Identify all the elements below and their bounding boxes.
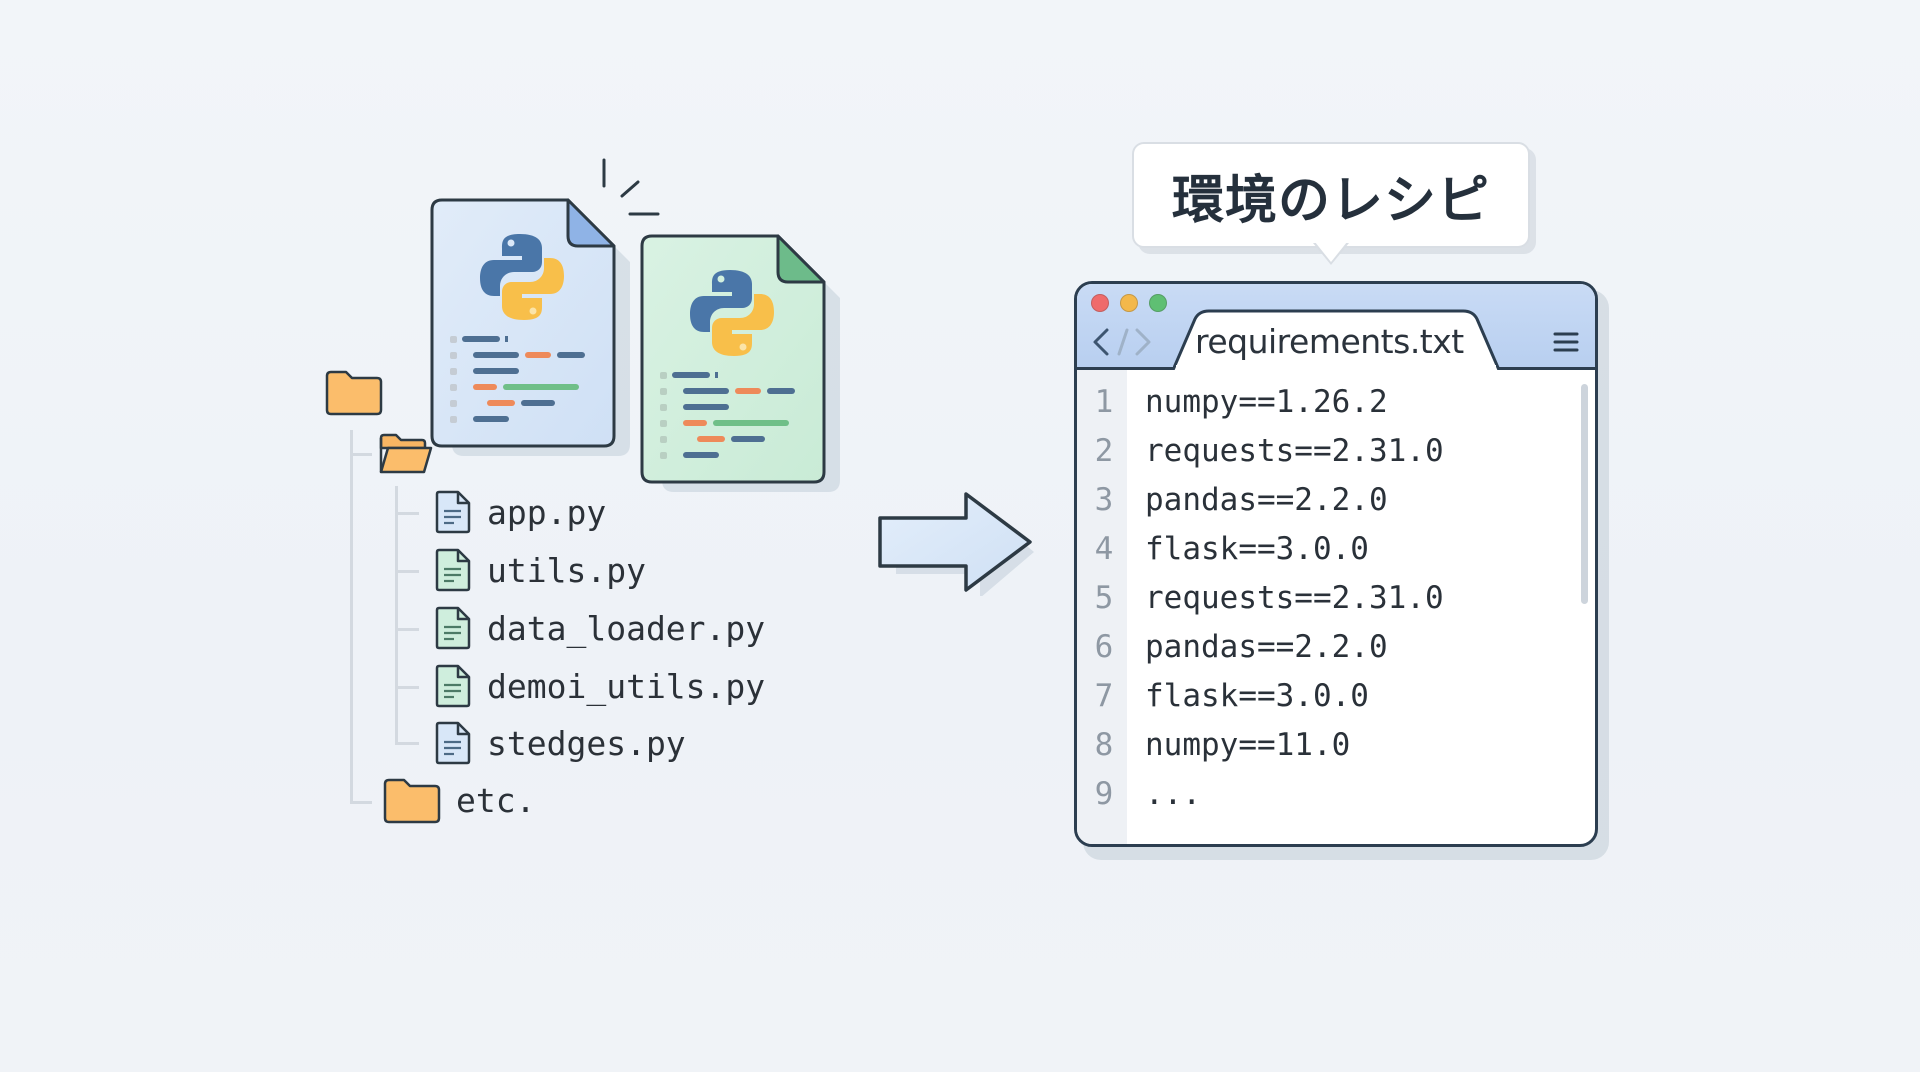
tree-line-branch	[395, 686, 419, 689]
code-line: 9 ...	[1077, 776, 1595, 825]
line-number: 5	[1094, 580, 1114, 616]
tree-line-branch	[350, 801, 372, 804]
file-icon[interactable]	[434, 664, 472, 708]
code-line: 8 numpy==11.0	[1077, 727, 1595, 776]
tree-line-branch	[395, 628, 419, 631]
tree-line-branch	[395, 742, 419, 745]
speech-bubble: 環境のレシピ	[1132, 142, 1530, 248]
sparkle-icon	[602, 158, 660, 216]
tab-title[interactable]: requirements.txt	[1195, 322, 1464, 361]
line-text[interactable]: ...	[1145, 776, 1201, 812]
window-maximize-button[interactable]	[1149, 294, 1167, 312]
bubble-tail	[1315, 242, 1347, 262]
line-number-gutter	[1077, 370, 1127, 844]
file-icon[interactable]	[434, 548, 472, 592]
arrow-right-icon	[878, 492, 1034, 596]
line-text[interactable]: requests==2.31.0	[1145, 580, 1444, 616]
tree-line-sub	[395, 486, 398, 744]
folder-icon[interactable]	[382, 777, 442, 825]
code-line: 3 pandas==2.2.0	[1077, 482, 1595, 531]
file-label[interactable]: data_loader.py	[487, 609, 766, 648]
file-icon[interactable]	[434, 721, 472, 765]
code-lines-decoration	[660, 372, 795, 459]
tree-line-main	[350, 430, 353, 804]
line-text[interactable]: requests==2.31.0	[1145, 433, 1444, 469]
file-label[interactable]: demoi_utils.py	[487, 667, 766, 706]
etc-folder-label[interactable]: etc.	[456, 781, 536, 820]
line-text[interactable]: flask==3.0.0	[1145, 531, 1369, 567]
window-close-button[interactable]	[1091, 294, 1109, 312]
code-lines-decoration	[450, 336, 585, 423]
line-text[interactable]: pandas==2.2.0	[1145, 629, 1388, 665]
line-number: 6	[1094, 629, 1114, 665]
window-minimize-button[interactable]	[1120, 294, 1138, 312]
file-icon[interactable]	[434, 606, 472, 650]
file-icon[interactable]	[434, 490, 472, 534]
code-line: 5 requests==2.31.0	[1077, 580, 1595, 629]
code-line: 2 requests==2.31.0	[1077, 433, 1595, 482]
tree-line-branch	[395, 570, 419, 573]
line-text[interactable]: pandas==2.2.0	[1145, 482, 1388, 518]
line-number: 3	[1094, 482, 1114, 518]
python-logo-icon	[690, 270, 774, 356]
bubble-title: 環境のレシピ	[1171, 170, 1490, 231]
line-text[interactable]: flask==3.0.0	[1145, 678, 1369, 714]
code-line: 6 pandas==2.2.0	[1077, 629, 1595, 678]
editor-window: requirements.txt 1 numpy==1.26.2 2 reque…	[1074, 281, 1598, 847]
editor-header: requirements.txt	[1077, 284, 1595, 370]
line-number: 8	[1094, 727, 1114, 763]
python-file-document	[640, 234, 840, 492]
vertical-scrollbar[interactable]	[1581, 384, 1588, 604]
line-text[interactable]: numpy==11.0	[1145, 727, 1351, 763]
line-number: 1	[1094, 384, 1114, 420]
open-folder-icon[interactable]	[378, 432, 434, 476]
file-label[interactable]: utils.py	[487, 551, 646, 590]
hamburger-menu-icon[interactable]	[1553, 330, 1579, 354]
code-brackets-icon[interactable]	[1091, 326, 1153, 358]
python-file-document	[430, 198, 630, 456]
line-number: 2	[1094, 433, 1114, 469]
file-tab[interactable]	[1173, 309, 1503, 370]
code-line: 1 numpy==1.26.2	[1077, 384, 1595, 433]
python-logo-icon	[480, 234, 564, 320]
file-label[interactable]: stedges.py	[487, 724, 686, 763]
file-label[interactable]: app.py	[487, 493, 607, 532]
code-line: 7 flask==3.0.0	[1077, 678, 1595, 727]
code-line: 4 flask==3.0.0	[1077, 531, 1595, 580]
line-number: 4	[1094, 531, 1114, 567]
line-number: 9	[1094, 776, 1114, 812]
line-text[interactable]: numpy==1.26.2	[1145, 384, 1388, 420]
tree-line-branch	[350, 453, 372, 456]
tree-line-branch	[395, 512, 419, 515]
line-number: 7	[1094, 678, 1114, 714]
folder-icon[interactable]	[324, 368, 384, 418]
